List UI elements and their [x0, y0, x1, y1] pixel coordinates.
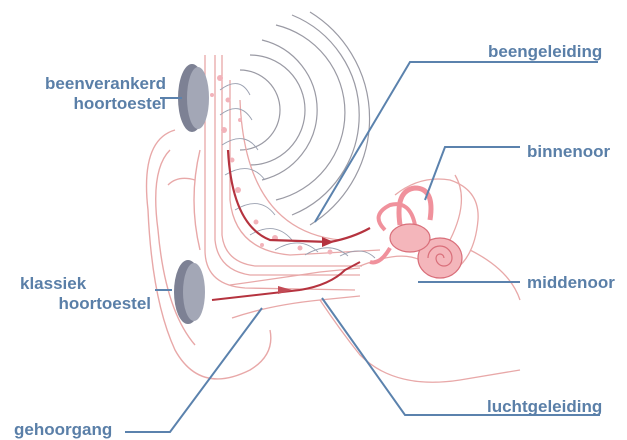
classic-hearing-aid-icon	[174, 260, 205, 324]
label-beengeleiding: beengeleiding	[488, 42, 602, 62]
leader-binnenoor	[425, 147, 520, 200]
label-klassiek-line2: hoortoestel	[20, 294, 151, 314]
inner-ear	[370, 188, 462, 278]
label-beenverankerd-line1: beenverankerd	[22, 74, 166, 94]
label-beenverankerd-line2: hoortoestel	[22, 94, 166, 114]
label-klassiek-line1: klassiek	[20, 274, 151, 294]
label-klassiek-hoortoestel: klassiek hoortoestel	[20, 274, 151, 314]
leader-gehoorgang	[125, 308, 262, 432]
label-binnenoor: binnenoor	[527, 142, 610, 162]
label-beenverankerd-hoortoestel: beenverankerd hoortoestel	[22, 74, 166, 114]
air-conduction-path	[212, 262, 360, 300]
outer-ear	[147, 130, 271, 379]
label-gehoorgang: gehoorgang	[14, 420, 112, 440]
label-middenoor: middenoor	[527, 273, 615, 293]
label-luchtgeleiding: luchtgeleiding	[487, 397, 602, 417]
ear-canal	[230, 175, 520, 382]
vibration-pattern	[220, 84, 375, 258]
bone-anchored-hearing-device-icon	[178, 64, 209, 132]
sound-wave-icon	[240, 12, 370, 225]
